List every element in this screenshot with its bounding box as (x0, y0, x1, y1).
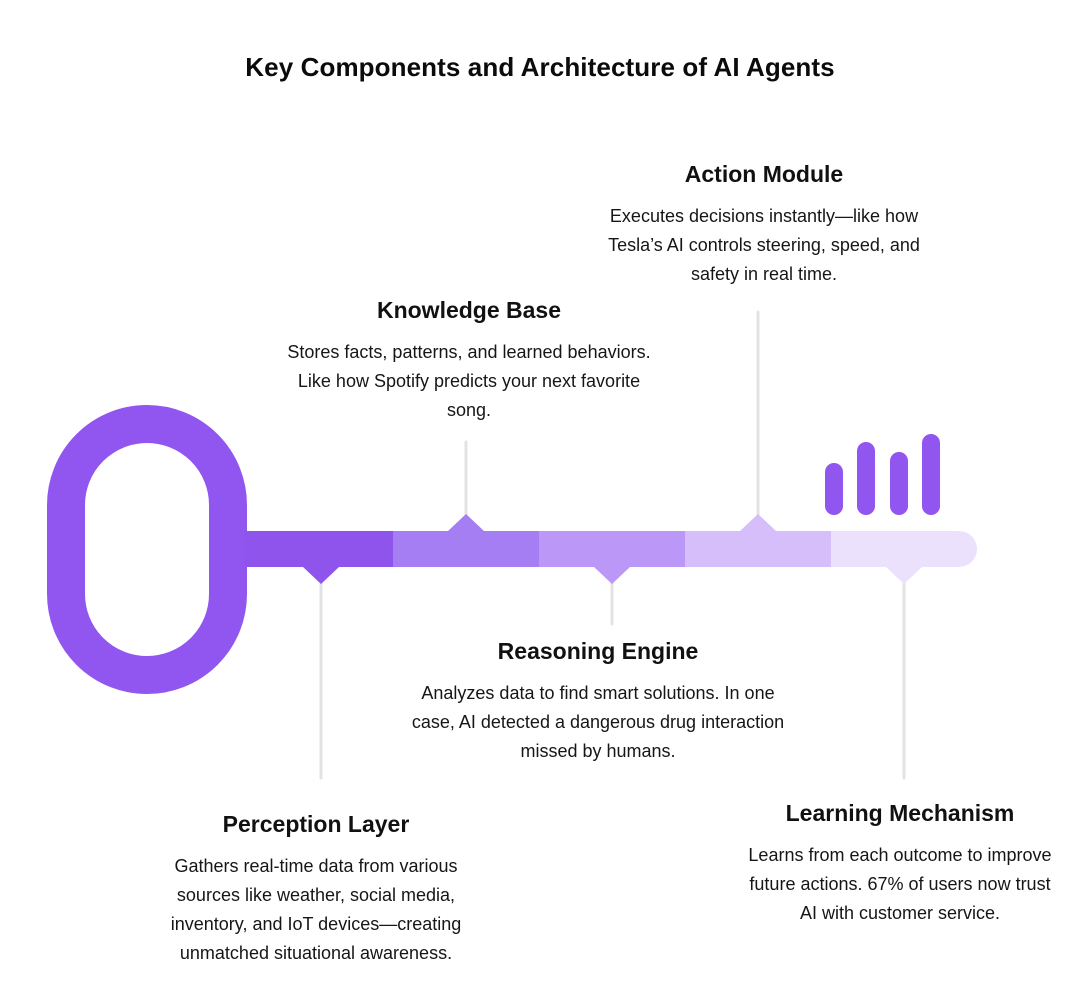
component-heading: Learning Mechanism (785, 800, 1015, 826)
pointer-action (740, 514, 776, 531)
shaft-segment-2 (393, 531, 540, 567)
shaft-segment-1 (244, 531, 394, 567)
component-heading: Knowledge Base (376, 297, 562, 323)
component-action-module: Action Module Executes decisions instant… (604, 160, 924, 289)
component-knowledge-base: Knowledge Base Stores facts, patterns, a… (279, 296, 659, 425)
component-heading: Reasoning Engine (497, 638, 699, 664)
component-heading: Perception Layer (222, 811, 410, 837)
shaft-segment-5 (831, 531, 977, 567)
key-ring (47, 405, 247, 694)
component-reasoning-engine: Reasoning Engine Analyzes data to find s… (410, 637, 786, 766)
key-tooth-2 (857, 442, 875, 515)
component-description: Gathers real-time data from various sour… (170, 856, 462, 963)
shaft-segment-3 (539, 531, 686, 567)
pointer-knowledge (448, 514, 484, 531)
component-perception-layer: Perception Layer Gathers real-time data … (150, 810, 482, 968)
component-description: Learns from each outcome to improve futu… (748, 845, 1052, 923)
component-description: Stores facts, patterns, and learned beha… (287, 342, 651, 420)
component-description: Executes decisions instantly—like how Te… (608, 206, 920, 284)
pointer-learning (886, 567, 922, 584)
key-tooth-4 (922, 434, 940, 515)
shaft-segment-4 (685, 531, 832, 567)
pointer-reasoning (594, 567, 630, 584)
key-tooth-3 (890, 452, 908, 515)
pointer-perception (303, 567, 339, 584)
diagram-title: Key Components and Architecture of AI Ag… (245, 52, 835, 82)
component-description: Analyzes data to find smart solutions. I… (411, 683, 785, 761)
key-tooth-1 (825, 463, 843, 515)
component-heading: Action Module (684, 161, 844, 187)
component-learning-mechanism: Learning Mechanism Learns from each outc… (744, 799, 1056, 928)
